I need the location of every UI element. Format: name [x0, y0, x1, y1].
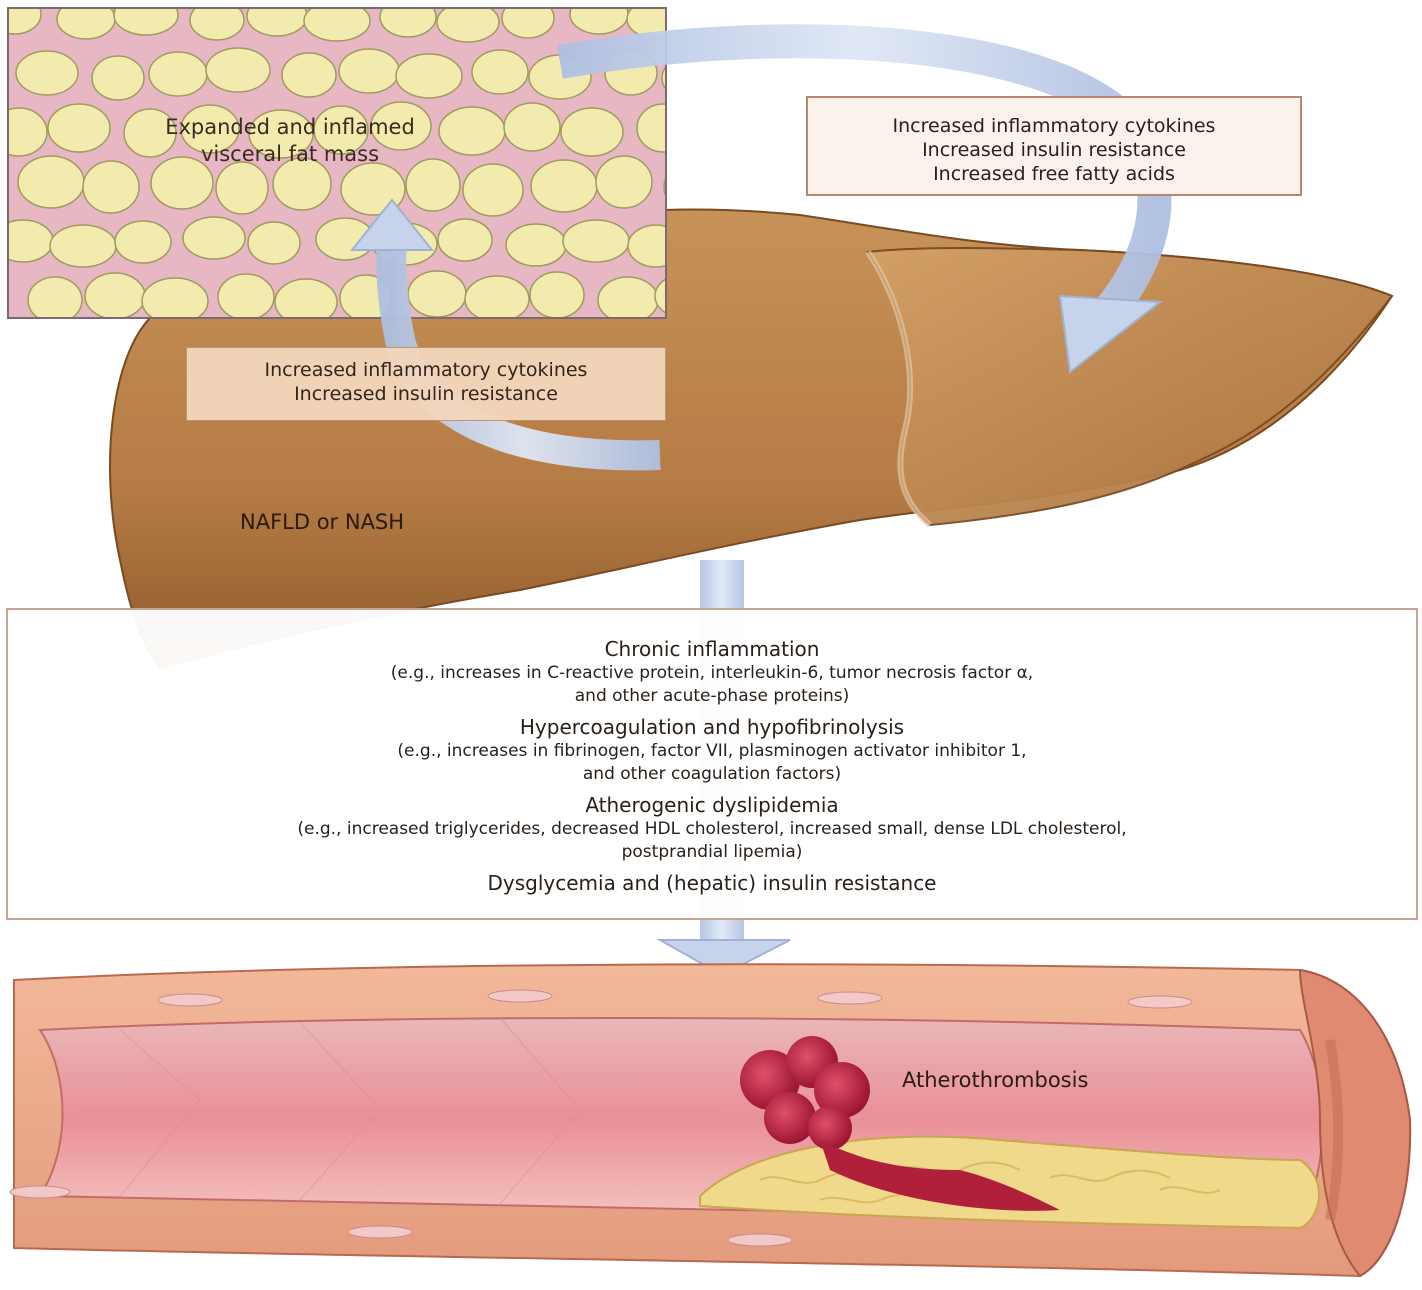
fat-cell: [694, 109, 752, 157]
mechanism-detail-dyslipidemia-2: postprandial lipemia): [8, 841, 1416, 864]
mechanism-heading-inflammation: Chronic inflammation: [8, 636, 1416, 662]
fat-cell: [0, 325, 48, 375]
fat-mass-label-line2: visceral fat mass: [100, 141, 480, 168]
fat-cell: [183, 217, 245, 259]
fat-cell: [408, 271, 466, 317]
mechanism-detail-coagulation-2: and other coagulation factors): [8, 763, 1416, 786]
fat-cell: [596, 156, 652, 208]
mechanism-heading-coagulation: Hypercoagulation and hypofibrinolysis: [8, 714, 1416, 740]
fat-cell: [57, 0, 115, 39]
liver-label: NAFLD or NASH: [240, 510, 404, 534]
fat-to-liver-effects-box: Increased inflammatory cytokines Increas…: [806, 96, 1302, 196]
fat-cell: [114, 0, 178, 35]
mechanisms-box: Chronic inflammation (e.g., increases in…: [6, 608, 1418, 920]
fat-cell: [218, 274, 274, 320]
fat-cell: [380, 0, 436, 37]
fat-cell: [190, 0, 244, 40]
fat-to-liver-effect-3: Increased free fatty acids: [808, 162, 1300, 186]
fat-cell: [339, 49, 399, 93]
fat-cell: [561, 108, 623, 156]
fat-cell: [465, 276, 529, 322]
fat-cell: [729, 157, 781, 209]
fat-to-liver-effect-2: Increased insulin resistance: [808, 138, 1300, 162]
mechanism-detail-coagulation-1: (e.g., increases in fibrinogen, factor V…: [8, 740, 1416, 763]
fat-cell: [504, 103, 560, 151]
fat-cell: [472, 50, 528, 94]
fat-cell: [506, 224, 566, 266]
fat-cell: [149, 52, 207, 96]
fat-cell: [463, 164, 523, 216]
mechanism-detail-inflammation-2: and other acute-phase proteins): [8, 685, 1416, 708]
fat-cell: [530, 272, 584, 318]
fat-cell: [83, 161, 139, 213]
fat-cell: [598, 277, 658, 323]
fat-cell: [60, 330, 114, 380]
fat-cell: [396, 54, 462, 98]
fat-cell: [247, 0, 307, 36]
fat-cell: [16, 51, 78, 95]
liver-to-fat-effect-2: Increased insulin resistance: [187, 382, 665, 406]
fat-cell: [50, 225, 116, 267]
fat-cell: [282, 53, 336, 97]
mechanism-detail-dyslipidemia-1: (e.g., increased triglycerides, decrease…: [8, 818, 1416, 841]
fat-cell: [92, 56, 144, 100]
fat-cell: [216, 162, 268, 214]
atherothrombosis-label: Atherothrombosis: [902, 1068, 1088, 1092]
mechanism-heading-dysglycemia: Dysglycemia and (hepatic) insulin resist…: [8, 870, 1416, 896]
fat-cell: [502, 0, 554, 38]
fat-cell: [570, 0, 628, 34]
fat-cell: [115, 221, 171, 263]
fat-cell: [206, 48, 270, 92]
mechanism-heading-dyslipidemia: Atherogenic dyslipidemia: [8, 792, 1416, 818]
liver-to-fat-effects-box: Increased inflammatory cytokines Increas…: [186, 347, 666, 421]
fat-mass-label-line1: Expanded and inflamed: [100, 114, 480, 141]
mechanism-detail-inflammation-1: (e.g., increases in C-reactive protein, …: [8, 662, 1416, 685]
fat-cell: [248, 222, 300, 264]
fat-cell: [438, 219, 492, 261]
artery-illustration: [10, 964, 1410, 1276]
fat-cell: [531, 160, 597, 212]
fat-cell: [85, 273, 145, 319]
fat-cell: [18, 156, 84, 208]
fat-to-liver-effect-1: Increased inflammatory cytokines: [808, 114, 1300, 138]
liver-to-fat-effect-1: Increased inflammatory cytokines: [187, 358, 665, 382]
fat-cell: [28, 277, 82, 323]
fat-cell: [664, 161, 726, 213]
fat-cell: [563, 220, 629, 262]
fat-mass-label: Expanded and inflamed visceral fat mass: [100, 114, 480, 168]
fat-cell: [637, 104, 689, 152]
